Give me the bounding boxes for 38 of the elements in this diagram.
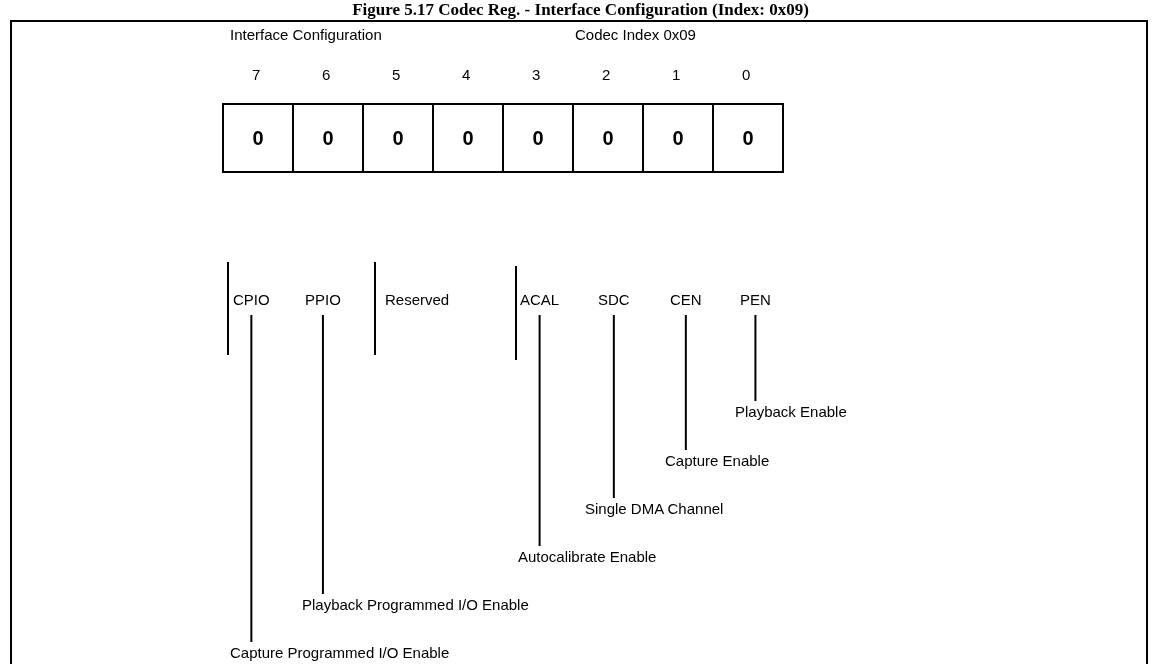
register-index: Codec Index 0x09	[575, 26, 696, 44]
bit-number: 2	[602, 66, 611, 84]
field-abbreviation: PPIO	[305, 291, 341, 309]
leader-line	[250, 314, 253, 643]
field-description: Playback Programmed I/O Enable	[302, 596, 529, 614]
bit-value-cell: 0	[292, 103, 364, 173]
leader-line	[321, 314, 324, 595]
bit-value-cell: 0	[712, 103, 784, 173]
field-abbreviation: ACAL	[520, 291, 560, 309]
figure-title: Figure 5.17 Codec Reg. - Interface Configuration (Index: 0x09)	[351, 0, 810, 19]
field-name: Reserved	[385, 291, 450, 309]
bit-value-cell: 0	[222, 103, 294, 173]
bit-value-cell: 0	[642, 103, 714, 173]
bit-number: 7	[252, 66, 261, 84]
bit-value-cell: 0	[432, 103, 504, 173]
leader-line	[684, 314, 687, 451]
field-description: Single DMA Channel	[585, 500, 724, 518]
bit-number: 0	[742, 66, 751, 84]
bit-value-cell: 0	[362, 103, 434, 173]
bit-number: 1	[672, 66, 681, 84]
leader-line	[612, 314, 615, 499]
field-description: Playback Enable	[735, 403, 847, 421]
bit-value-cell: 0	[572, 103, 644, 173]
field-abbreviation: PEN	[740, 291, 771, 309]
leader-line	[538, 314, 541, 547]
bit-number: 5	[392, 66, 401, 84]
field-abbreviation: SDC	[598, 291, 630, 309]
field-description: Capture Enable	[665, 452, 770, 470]
bit-number: 4	[462, 66, 471, 84]
bit-number: 6	[322, 66, 331, 84]
field-description: Autocalibrate Enable	[518, 548, 657, 566]
bit-value-cell: 0	[502, 103, 574, 173]
register-name: Interface Configuration	[230, 26, 382, 44]
bit-number: 3	[532, 66, 541, 84]
field-abbreviation: CEN	[670, 291, 702, 309]
field-description: Capture Programmed I/O Enable	[230, 644, 450, 662]
field-abbreviation: CPIO	[233, 291, 270, 309]
leader-line	[754, 314, 757, 402]
